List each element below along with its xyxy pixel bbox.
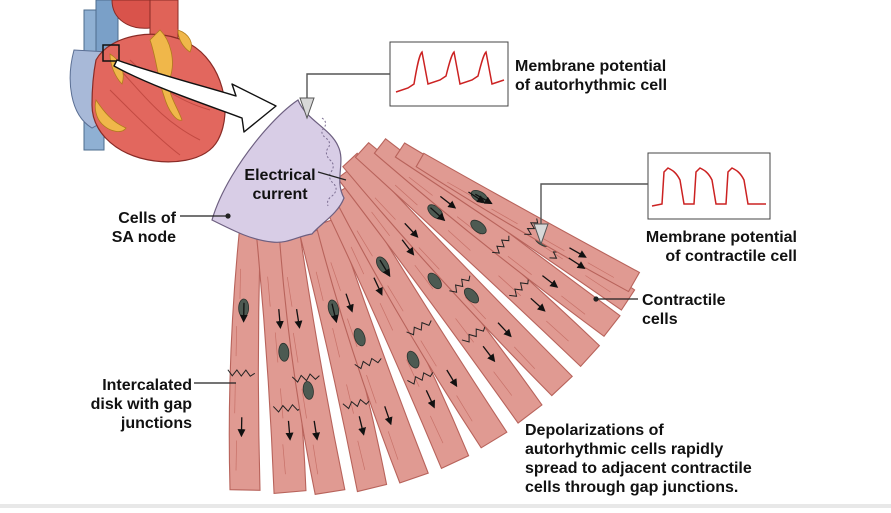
label-line: autorhythmic cells rapidly: [525, 440, 752, 459]
bottom-divider: [0, 504, 891, 508]
label-line: Electrical: [240, 166, 320, 185]
label-contractile-cells: Contractile cells: [642, 291, 726, 329]
label-cells-sa-node: Cells of SA node: [90, 209, 176, 247]
label-depolarizations: Depolarizations of autorhythmic cells ra…: [525, 421, 752, 497]
label-line: Cells of: [90, 209, 176, 228]
label-electrical-current: Electrical current: [240, 166, 320, 204]
label-line: of contractile cell: [600, 247, 797, 266]
label-line: of autorhythmic cell: [515, 76, 667, 95]
label-line: SA node: [90, 228, 176, 247]
label-line: Membrane potential: [515, 57, 667, 76]
label-line: cells: [642, 310, 726, 329]
label-line: Membrane potential: [600, 228, 797, 247]
label-line: Contractile: [642, 291, 726, 310]
label-line: cells through gap junctions.: [525, 478, 752, 497]
autorhythmic-trace-box: [390, 42, 508, 106]
contractile-trace-box: [648, 153, 770, 219]
label-line: current: [240, 185, 320, 204]
pointer-arrow-autorhythmic: [300, 74, 390, 118]
label-line: Intercalated: [60, 376, 192, 395]
label-membrane-autorhythmic: Membrane potential of autorhythmic cell: [515, 57, 667, 95]
label-membrane-contractile: Membrane potential of contractile cell: [600, 228, 797, 266]
label-line: disk with gap: [60, 395, 192, 414]
muscle-fiber: [229, 230, 260, 490]
label-line: junctions: [60, 414, 192, 433]
label-line: spread to adjacent contractile: [525, 459, 752, 478]
label-line: Depolarizations of: [525, 421, 752, 440]
label-intercalated-disk: Intercalated disk with gap junctions: [60, 376, 192, 433]
